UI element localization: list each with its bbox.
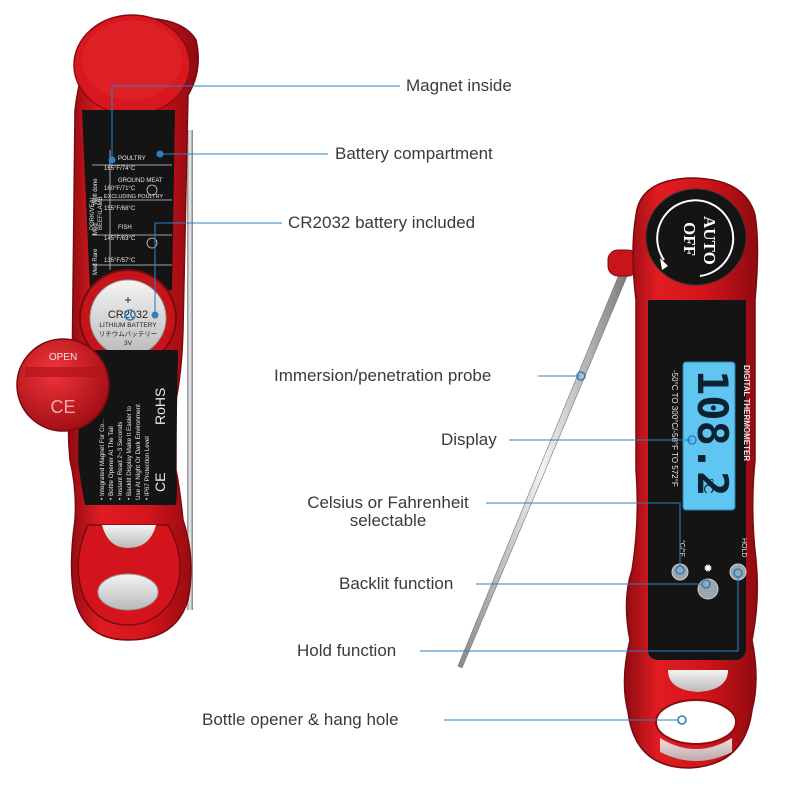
lcd-display [682,361,736,511]
temp-label: 165°F/74°C [104,166,136,172]
callout-line-magnet [111,85,400,160]
temp-label: 160°F/71°C [104,186,136,192]
callout-line-hold [420,577,739,652]
callout-bottle: Bottle opener & hang hole [202,710,399,729]
temp-label: 145°F/63°C [104,236,136,242]
left-thermometer: BEEF/LAMB PORK/VEAL Med Rare Med Well do… [16,14,199,641]
feature-line: • Instant Read 2~3 Seconds [117,422,124,500]
callout-magnet: Magnet inside [406,76,512,95]
doneness-level-label: Med Rare [93,248,99,275]
doneness-group-label: BEEF/LAMB [98,196,104,230]
doneness-level-label: Well done [93,178,99,205]
temp-label: 155°F/68°C [104,206,136,212]
doneness-group-label: PORK/VEAL [90,195,96,230]
auto-off-text-2: OFF [680,222,699,256]
doneness-level-label: Med [93,223,99,235]
temp-label: GROUND MEAT [118,178,163,184]
callout-hold: Hold function [297,641,397,660]
callout-lines [108,85,743,725]
ce-mark-cap: CE [50,397,75,417]
right-thermometer: AUTO OFF 108.2 °C -50°C TO 300°C/-58°F T… [457,177,759,769]
callout-battery-compartment: Battery compartment [335,144,493,163]
feature-line: • Bottle Opener At The Tail [108,426,115,500]
callout-backlit: Backlit function [339,574,454,593]
rohs-mark: RoHS [152,388,168,425]
lcd-unit: °C [701,478,717,494]
right-bottle-opener [655,699,737,745]
feature-line: • Integrated Magnet For Co... [99,418,106,500]
battery-jp-text: リチウムバッテリー [99,330,158,338]
callout-probe: Immersion/penetration probe [274,366,492,385]
feature-line: Use At Night Or Dark Environment [135,404,142,500]
battery-cap: OPEN CE [16,338,110,432]
feature-line: • IP67 Protection Level [144,436,151,500]
cf-label: °C/°F [678,540,686,557]
cap-open-text: OPEN [49,352,77,363]
temp-label: EXCLUDING POULTRY [104,194,163,200]
lcd-value: 108.2 [688,370,737,496]
ce-mark-left: CE [152,473,168,492]
range-text: -50°C TO 300°C/-58°F TO 572°F [670,370,679,487]
callout-dot [108,156,116,164]
temp-label: POULTRY [118,156,146,162]
brand-text: DIGITAL THERMOMETER [742,365,751,461]
left-folded-probe [187,130,193,610]
callout-line-battery-included [154,222,282,315]
hold-label: HOLD [740,538,747,557]
svg-text:+: + [124,293,131,307]
probe [457,271,629,669]
auto-off-head [645,188,747,286]
backlight-icon: ✹ [703,563,712,575]
feature-line: • Backlit Display Make It Easier to [126,406,133,500]
auto-off-text-1: AUTO [700,216,719,265]
callout-battery-included: CR2032 battery included [288,213,476,232]
callout-celsius-line1: Celsius or Fahrenheit [307,493,469,512]
callout-celsius-line2: selectable [349,511,427,530]
battery-model-text: CR2032 [108,309,148,321]
battery-type-text: LITHIUM BATTERY [99,322,157,329]
temp-label: FISH [118,225,132,231]
callout-display: Display [441,430,497,449]
temp-label: 135°F/57°C [104,258,136,264]
callout-line-celsius [486,502,681,566]
callout-dot [156,150,164,158]
callout-celsius: Celsius or Fahrenheit selectable [290,494,486,530]
callout-dot [151,311,159,319]
battery-voltage-text: 3V [124,340,133,347]
backlight-button[interactable] [697,578,719,600]
